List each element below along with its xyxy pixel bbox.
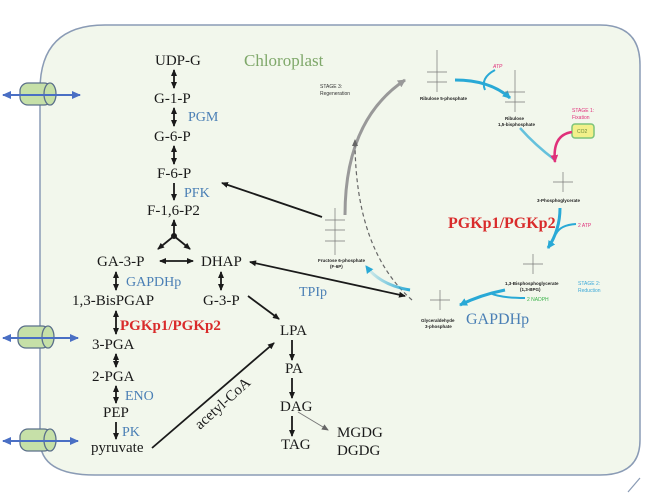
metabolite-f6p: F-6-P [157, 166, 191, 182]
stage3-label: STAGE 3: [320, 84, 342, 90]
enzyme-pgkp-calvin: PGKp1/PGKp2 [448, 215, 556, 232]
transporter-middle [2, 325, 79, 349]
metabolite-pa: PA [285, 361, 303, 377]
f6p-calvin-label-1: Fructose 6-phosphate [318, 258, 366, 263]
metabolite-ga3p: GA-3-P [97, 254, 145, 270]
bpg-label-2: (1,3-BPG) [520, 287, 541, 292]
atp-label: ATP [492, 64, 503, 70]
enzyme-pk: PK [122, 425, 140, 440]
compartment-title: Chloroplast [244, 51, 324, 70]
co2-box [571, 123, 595, 139]
enzyme-pfk: PFK [184, 186, 210, 201]
atp2-label: 2 ATP [578, 223, 592, 229]
enzyme-pgkp: PGKp1/PGKp2 [120, 318, 221, 334]
rubp-label-2: 1,5-bisphosphate [498, 122, 536, 127]
g3p-calvin-label-2: 3-phosphate [425, 324, 452, 329]
bpg-label-1: 1,3-Bisphosphoglycerate [505, 281, 559, 286]
f6p-calvin-label-2: (F-6P) [330, 264, 343, 269]
metabolite-g6p: G-6-P [154, 129, 191, 145]
metabolite-2pga: 2-PGA [92, 369, 135, 385]
rubp-label-1: Ribulose [505, 116, 524, 121]
metabolite-bispgap: 1,3-BisPGAP [72, 293, 154, 309]
metabolite-dgdg: DGDG [337, 443, 380, 459]
stage1-sub: Fixation [572, 115, 590, 121]
chloroplast-membrane [39, 24, 641, 476]
co2-label: CO2 [577, 129, 588, 135]
glycolysis-arrows [113, 69, 406, 449]
metabolite-g1p: G-1-P [154, 91, 191, 107]
metabolite-lpa: LPA [280, 323, 307, 339]
enzyme-tpip: TPIp [299, 285, 327, 300]
enzyme-gapdhp: GAPDHp [126, 275, 181, 290]
metabolite-pyruvate: pyruvate [91, 440, 144, 456]
metabolite-dag: DAG [280, 399, 313, 415]
stage2-label: STAGE 2: [578, 281, 600, 287]
stage1-label: STAGE 1: [572, 108, 594, 114]
metabolite-f16p2: F-1,6-P2 [147, 203, 200, 219]
stage2-sub: Reduction [578, 288, 601, 294]
nadph-label: 2 NADPH [527, 297, 549, 303]
metabolite-3pga: 3-PGA [92, 337, 135, 353]
enzyme-gapdhp-calvin: GAPDHp [466, 311, 529, 328]
metabolite-g3p: G-3-P [203, 293, 240, 309]
metabolite-pep: PEP [103, 405, 129, 421]
enzyme-pgm: PGM [188, 110, 219, 125]
calvin-cycle: STAGE 3: Regeneration Ribulose 5-phospha… [318, 50, 601, 329]
transporter-top [2, 82, 81, 106]
metabolite-dhap: DHAP [201, 254, 242, 270]
metabolite-tag: TAG [281, 437, 311, 453]
branch-point [171, 233, 177, 239]
enzyme-eno: ENO [125, 389, 154, 404]
arrow-dag-mgdg [297, 411, 329, 431]
pga3-calvin-label: 3-Phosphoglycerate [537, 198, 581, 203]
transporter-bottom [2, 428, 79, 452]
ribulose5p-label: Ribulose 5-phosphate [420, 96, 468, 101]
metabolite-udpg: UDP-G [155, 53, 201, 69]
g3p-calvin-label-1: Glyceraldehyde [421, 318, 455, 323]
metabolite-mgdg: MGDG [337, 425, 383, 441]
stage3-sub: Regeneration [320, 91, 350, 97]
corner-mark [627, 477, 641, 493]
